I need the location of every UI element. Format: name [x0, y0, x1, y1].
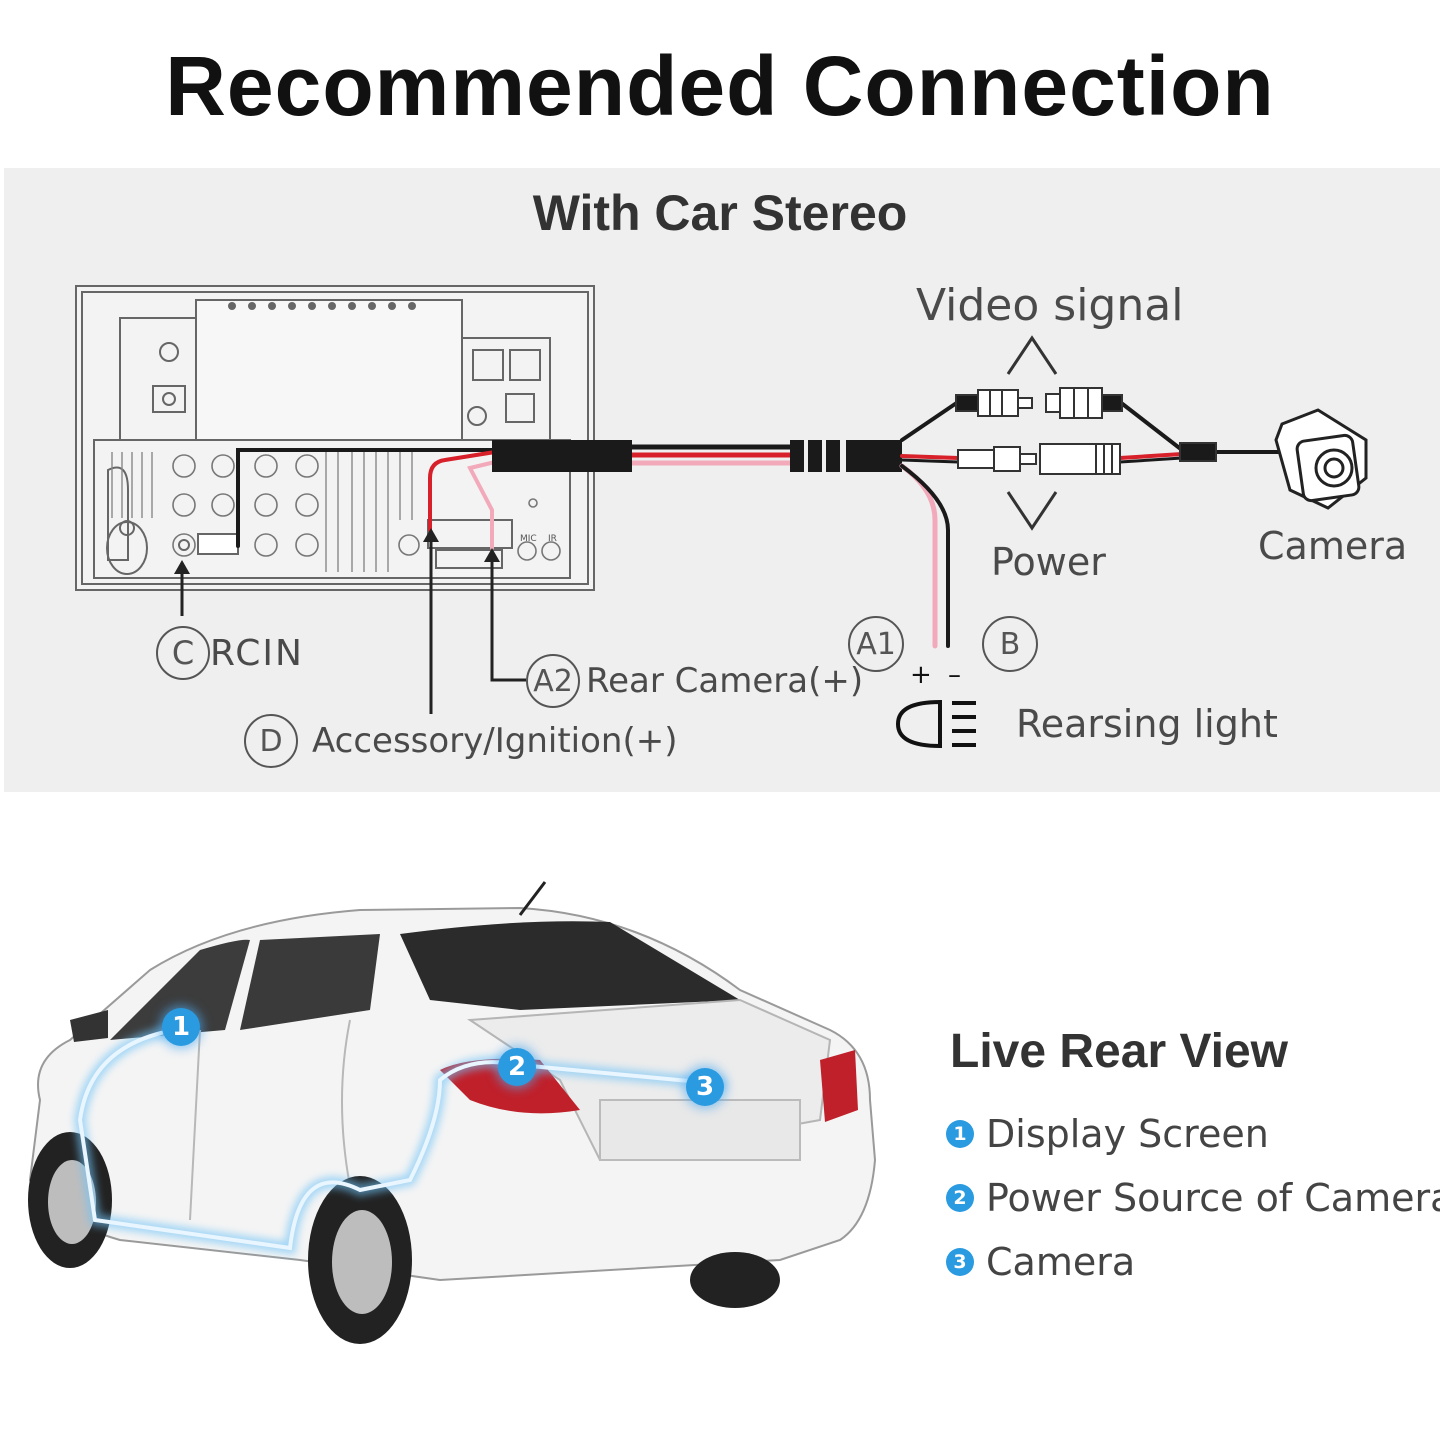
legend-number-badge: 2: [946, 1184, 974, 1212]
legend-number-badge: 1: [946, 1120, 974, 1148]
tag-d-text: Accessory/Ignition(+): [312, 721, 678, 761]
camera-illustration: [1274, 408, 1368, 510]
harness-connector: [790, 440, 902, 472]
car-marker-1: 1: [162, 1008, 200, 1046]
diagram-subtitle: With Car Stereo: [532, 185, 908, 241]
mic-label: MIC: [520, 534, 537, 544]
minus-sign: –: [948, 660, 961, 690]
legend-number-badge: 3: [946, 1248, 974, 1276]
ir-label: IR: [548, 534, 557, 544]
power-chevron: [1006, 491, 1058, 531]
car-marker-2: 2: [498, 1048, 536, 1086]
tag-d-circle: D: [244, 714, 298, 768]
live-rear-view-title: Live Rear View: [950, 1025, 1288, 1078]
legend-item-power-source: 2 Power Source of Camera: [946, 1176, 1440, 1220]
power-label: Power: [991, 540, 1106, 584]
tag-b-circle: B: [982, 616, 1038, 672]
tag-a2-rear-camera: A2 Rear Camera(+): [526, 654, 863, 708]
pointer-arrows: [174, 528, 526, 714]
tag-c-text: RCIN: [210, 632, 304, 674]
rearsing-light-icon: [895, 699, 976, 749]
tag-d-accessory: D Accessory/Ignition(+): [244, 714, 678, 768]
car-illustration: [28, 881, 877, 1344]
tag-a2-circle: A2: [526, 654, 580, 708]
video-signal-chevron: [1006, 335, 1058, 375]
video-signal-label: Video signal: [916, 280, 1184, 331]
harness-sleeve: [492, 440, 632, 472]
rca-connectors: [955, 387, 1217, 475]
camera-label: Camera: [1258, 524, 1408, 568]
legend-item-label: Display Screen: [986, 1112, 1269, 1156]
rearsing-light-label: Rearsing light: [1016, 702, 1278, 746]
branch-wires: [899, 400, 1284, 649]
legend-item-label: Power Source of Camera: [986, 1176, 1440, 1220]
tag-a1-circle: A1: [848, 616, 904, 672]
tag-a2-text: Rear Camera(+): [586, 661, 864, 701]
legend-item-label: Camera: [986, 1240, 1136, 1284]
stereo-unit-illustration: [75, 285, 595, 591]
wiring-diagram: MIC IR: [75, 285, 1368, 749]
plus-sign: +: [910, 660, 932, 690]
page-title: Recommended Connection: [165, 39, 1275, 133]
legend-item-camera: 3 Camera: [946, 1240, 1135, 1284]
legend-item-display-screen: 1 Display Screen: [946, 1112, 1269, 1156]
tag-c-circle: C: [156, 626, 210, 680]
tag-c-rcin: C RCIN: [156, 626, 304, 680]
internal-wires: [236, 448, 497, 550]
car-marker-3: 3: [686, 1068, 724, 1106]
